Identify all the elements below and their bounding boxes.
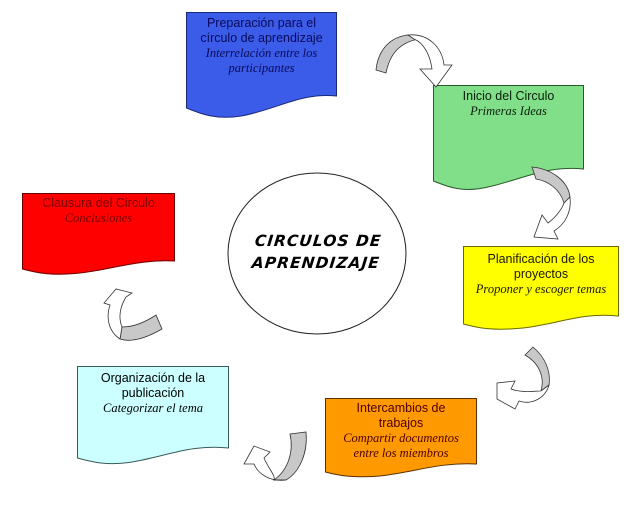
step-title: círculo de aprendizaje [200, 31, 323, 45]
step-organizacion: Organización de la publicación Categoriz… [77, 366, 229, 478]
ellipse-shape [227, 172, 407, 335]
step-planificacion: Planificación de los proyectos Proponer … [463, 246, 619, 332]
curved-arrow-icon [496, 346, 550, 410]
step-clausura: Clausura del Circulo Conclusiones [22, 193, 175, 279]
step-title: Clausura del Circulo [42, 196, 155, 210]
document-shape [22, 193, 175, 275]
step-subtitle: Proponer y escoger temas [475, 282, 607, 296]
step-title: Preparación para el [206, 16, 317, 30]
center-ellipse: CIRCULOS DE APRENDIZAJE [227, 172, 407, 335]
document-shape [433, 85, 584, 190]
step-title: Inicio del Circulo [462, 89, 555, 103]
document-shape [463, 246, 619, 330]
document-shape [77, 366, 229, 465]
curved-arrow-icon [103, 288, 163, 341]
center-title: CIRCULOS DE APRENDIZAJE [225, 230, 410, 274]
step-subtitle: Compartir documentos [343, 431, 459, 445]
step-subtitle: Primeras Ideas [470, 104, 547, 118]
step-intercambios: Intercambios de trabajos Compartir docum… [325, 398, 477, 480]
step-subtitle: Conclusiones [64, 211, 133, 225]
step-preparacion: Preparación para el círculo de aprendiza… [186, 12, 337, 120]
step-title: proyectos [513, 267, 569, 281]
curved-arrow-icon [243, 431, 307, 481]
center-title-line1: CIRCULOS DE [253, 232, 383, 250]
step-title: trabajos [378, 416, 424, 430]
step-subtitle: entre los miembros [353, 446, 449, 460]
step-title: Intercambios de [356, 401, 446, 415]
document-shape [186, 12, 337, 118]
center-title-line2: APRENDIZAJE [250, 254, 381, 272]
step-subtitle: participantes [228, 61, 295, 75]
curved-arrow-icon [375, 34, 453, 88]
step-inicio: Inicio del Circulo Primeras Ideas [433, 85, 584, 207]
step-title: Planificación de los [487, 252, 595, 266]
document-shape [325, 398, 477, 478]
step-subtitle: Interrelación entre los [205, 46, 318, 60]
step-title: Organización de la [100, 371, 206, 385]
curved-arrow-icon [531, 166, 571, 240]
step-subtitle: Categorizar el tema [103, 401, 203, 415]
step-title: publicación [121, 386, 185, 400]
